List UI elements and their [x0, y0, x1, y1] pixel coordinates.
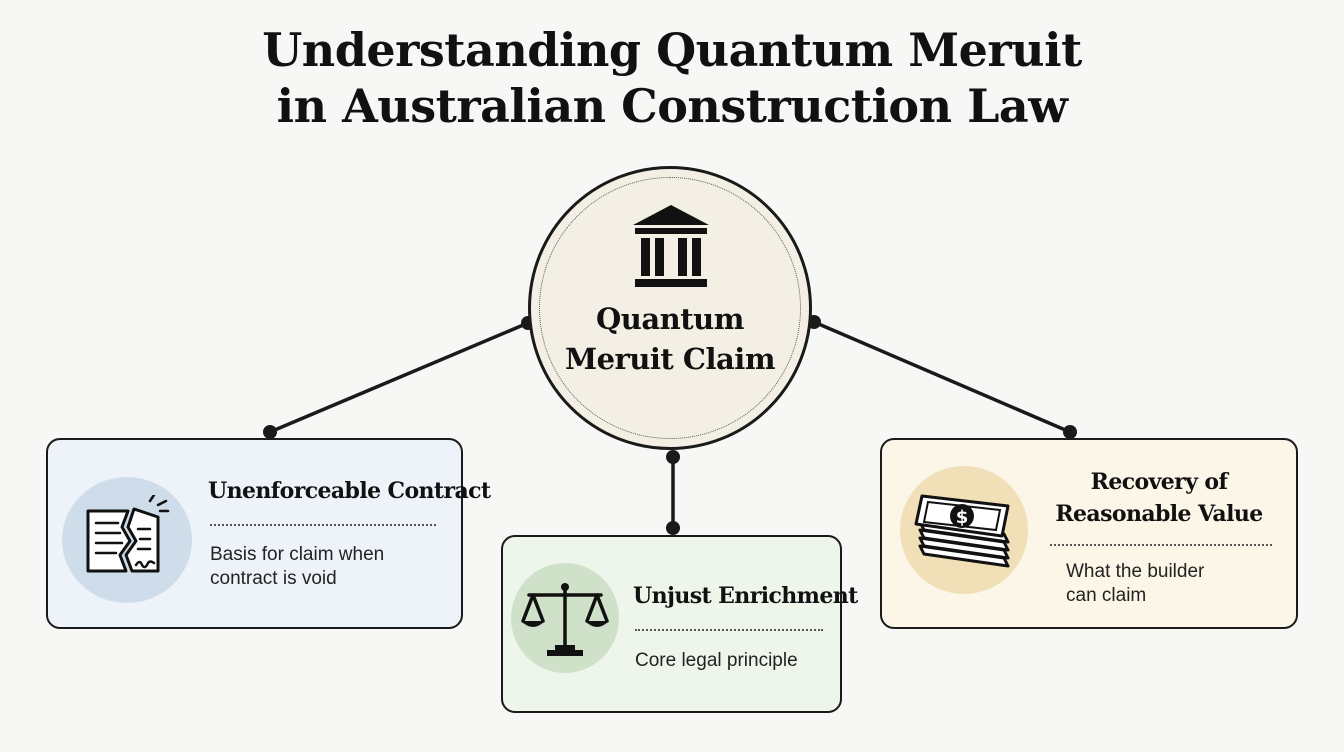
title-line-1: Understanding Quantum Meruit — [262, 23, 1082, 77]
card-description: Basis for claim when contract is void — [210, 543, 384, 591]
card-title: Unjust Enrichment — [633, 583, 858, 609]
card-title-line-1: Recovery of — [1090, 469, 1228, 495]
connector-dot — [666, 521, 680, 535]
icon-badge — [511, 563, 619, 673]
title-line-2: in Australian Construction Law — [276, 79, 1068, 133]
card-divider — [210, 524, 436, 526]
card-unenforceable-contract: Unenforceable Contract Basis for claim w… — [46, 438, 491, 629]
scales-of-justice-icon — [521, 583, 609, 656]
connector-dot — [666, 450, 680, 464]
connector-dot — [1063, 425, 1077, 439]
connector-dot — [263, 425, 277, 439]
card-title-line-2: Reasonable Value — [1055, 501, 1263, 527]
connector-left — [268, 321, 530, 434]
svg-text:$: $ — [956, 507, 969, 528]
card-title: Unenforceable Contract — [208, 478, 491, 504]
hub-inner-ring — [539, 177, 801, 439]
connector-right — [812, 320, 1072, 434]
icon-badge — [62, 477, 192, 603]
card-title: Recovery of Reasonable Value — [1048, 466, 1270, 530]
card-description-line-2: contract is void — [210, 568, 337, 589]
hub-label: Quantum Meruit Claim — [531, 299, 809, 379]
money-stack-icon: $ — [914, 494, 1010, 568]
hub-label-line-1: Quantum — [596, 302, 744, 336]
card-description-line-1: Basis for claim when — [210, 544, 385, 565]
card-description: Core legal principle — [635, 650, 798, 671]
card-description-line-2: can claim — [1066, 585, 1147, 606]
hub-label-line-2: Meruit Claim — [564, 342, 776, 376]
hub-node: Quantum Meruit Claim — [528, 166, 812, 450]
courthouse-icon — [633, 205, 709, 287]
card-unjust-enrichment: Unjust Enrichment Core legal principle — [501, 535, 858, 713]
page-title: Understanding Quantum Meruit in Australi… — [0, 22, 1344, 134]
card-description-line-1: What the builder — [1066, 561, 1205, 582]
torn-contract-icon — [86, 495, 170, 573]
card-recovery-of-reasonable-value: $ Recovery of Reasonable Value What the … — [880, 438, 1298, 629]
card-description: What the builder can claim — [1066, 560, 1204, 608]
icon-badge: $ — [900, 466, 1028, 594]
card-divider — [1050, 544, 1272, 546]
card-divider — [635, 629, 823, 631]
